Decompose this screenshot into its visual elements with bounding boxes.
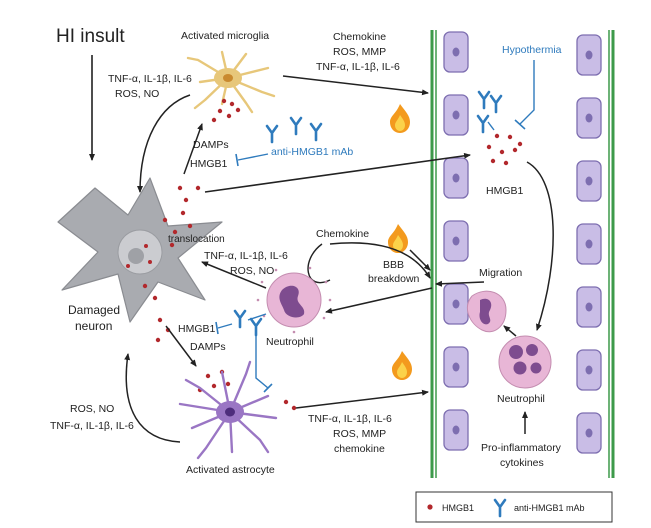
hypothermia-label: Hypothermia [502, 44, 562, 56]
microglia-to-vessel-arrow [282, 75, 429, 96]
mab-inhibition-line [237, 153, 269, 161]
chemokine-top-3: TNF-α, IL-1β, IL-6 [316, 61, 400, 73]
inflammation-flame-icon-low [392, 351, 412, 380]
activated-microglia-label: Activated microglia [181, 30, 269, 42]
antibody-icon [265, 124, 279, 144]
hmgb1-low-label: HMGB1 [178, 323, 216, 335]
neuron-hmgb1-dots [126, 185, 201, 301]
astrocyte-to-vessel-arrow [295, 389, 429, 409]
damps-low-label: DAMPs [190, 341, 226, 353]
translocation-label: translocation [168, 234, 225, 245]
astrocyte-to-neuron-arrow [124, 353, 181, 443]
mab-low-inhibition-line [217, 323, 233, 329]
antibody-icon [489, 94, 503, 114]
diagram-title: HI insult [56, 26, 125, 47]
astro-right-3: chemokine [334, 443, 385, 455]
vessel-hmgb1-dots [486, 133, 523, 166]
activated-astrocyte-label: Activated astrocyte [186, 464, 275, 476]
chemokine-top-1: Chemokine [333, 31, 386, 43]
legend-antibody: anti-HMGB1 mAb [514, 503, 585, 513]
astrocyte-hmgb1-dots [283, 399, 297, 411]
migrating-neutrophil [467, 290, 507, 333]
neutrophil-cytokines-1: TNF-α, IL-1β, IL-6 [204, 250, 288, 262]
damaged-neuron-label-1: Damaged [68, 303, 120, 317]
microglia-hmgb1-dots [211, 98, 241, 123]
antibody-icon [476, 114, 490, 134]
antibody-icon [309, 122, 323, 142]
antibody-icon [233, 309, 247, 329]
migration-label: Migration [479, 267, 522, 279]
microglia-cytokines-2: ROS, NO [115, 88, 159, 100]
anti-hmgb1-mab-label: anti-HMGB1 mAb [271, 146, 353, 158]
vessel-neutrophil [498, 335, 552, 389]
vessel-wall-right-cells [576, 34, 602, 454]
chemokine-mid-label: Chemokine [316, 228, 369, 240]
bbb-label-1: BBB [383, 259, 404, 271]
neutrophil-granule-dots [256, 266, 332, 334]
inflammation-flame-icon-top [390, 104, 410, 133]
microglia-to-neuron-arrow [137, 94, 191, 193]
astro-right-1: TNF-α, IL-1β, IL-6 [308, 413, 392, 425]
activated-astrocyte [178, 360, 278, 460]
hmgb1-to-vessel-arrow [204, 152, 471, 193]
microglia-cytokines-1: TNF-α, IL-1β, IL-6 [108, 73, 192, 85]
bbb-label-2: breakdown [368, 273, 420, 285]
hmgb1-dot-icon [427, 504, 433, 510]
neuron-to-astrocyte-arrow [165, 325, 197, 367]
hmgb1-vessel-label: HMGB1 [486, 185, 524, 197]
legend: HMGB1 anti-HMGB1 mAb [415, 491, 613, 523]
antibody-icon [477, 90, 491, 110]
antibody-icon [249, 317, 263, 337]
damaged-neuron [57, 177, 223, 323]
damps-top-label: DAMPs [193, 139, 229, 151]
hmgb1-to-neutrophil-arrow [526, 161, 554, 331]
neutrophil-vessel-label: Neutrophil [497, 393, 545, 405]
chemokine-to-bbb-arrow [329, 242, 431, 279]
blood-vessel [430, 30, 615, 478]
migration-arrow [435, 280, 485, 287]
chemokine-top-2: ROS, MMP [333, 46, 386, 58]
astro-left-1: ROS, NO [70, 403, 114, 415]
damaged-neuron-label-2: neuron [75, 319, 112, 333]
astro-left-2: TNF-α, IL-1β, IL-6 [50, 420, 134, 432]
hypothermia-inhibition-line [519, 60, 535, 125]
legend-hmgb1: HMGB1 [442, 503, 474, 513]
tissue-neutrophil [266, 272, 322, 328]
neuron-to-microglia-arrow [183, 123, 203, 175]
proinflammatory-label-2: cytokines [500, 457, 544, 469]
hmgb1-top-label: HMGB1 [190, 158, 228, 170]
proinflammatory-label-1: Pro-inflammatory [481, 442, 562, 454]
astro-right-2: ROS, MMP [333, 428, 386, 440]
vessel-wall-left-cells [443, 31, 469, 451]
neutrophil-cytokines-2: ROS, NO [230, 265, 274, 277]
activated-microglia [186, 50, 276, 114]
vessel-to-neutrophil-arrow [325, 287, 433, 314]
neutrophil-tissue-label: Neutrophil [266, 336, 314, 348]
antibody-icon [289, 116, 303, 136]
